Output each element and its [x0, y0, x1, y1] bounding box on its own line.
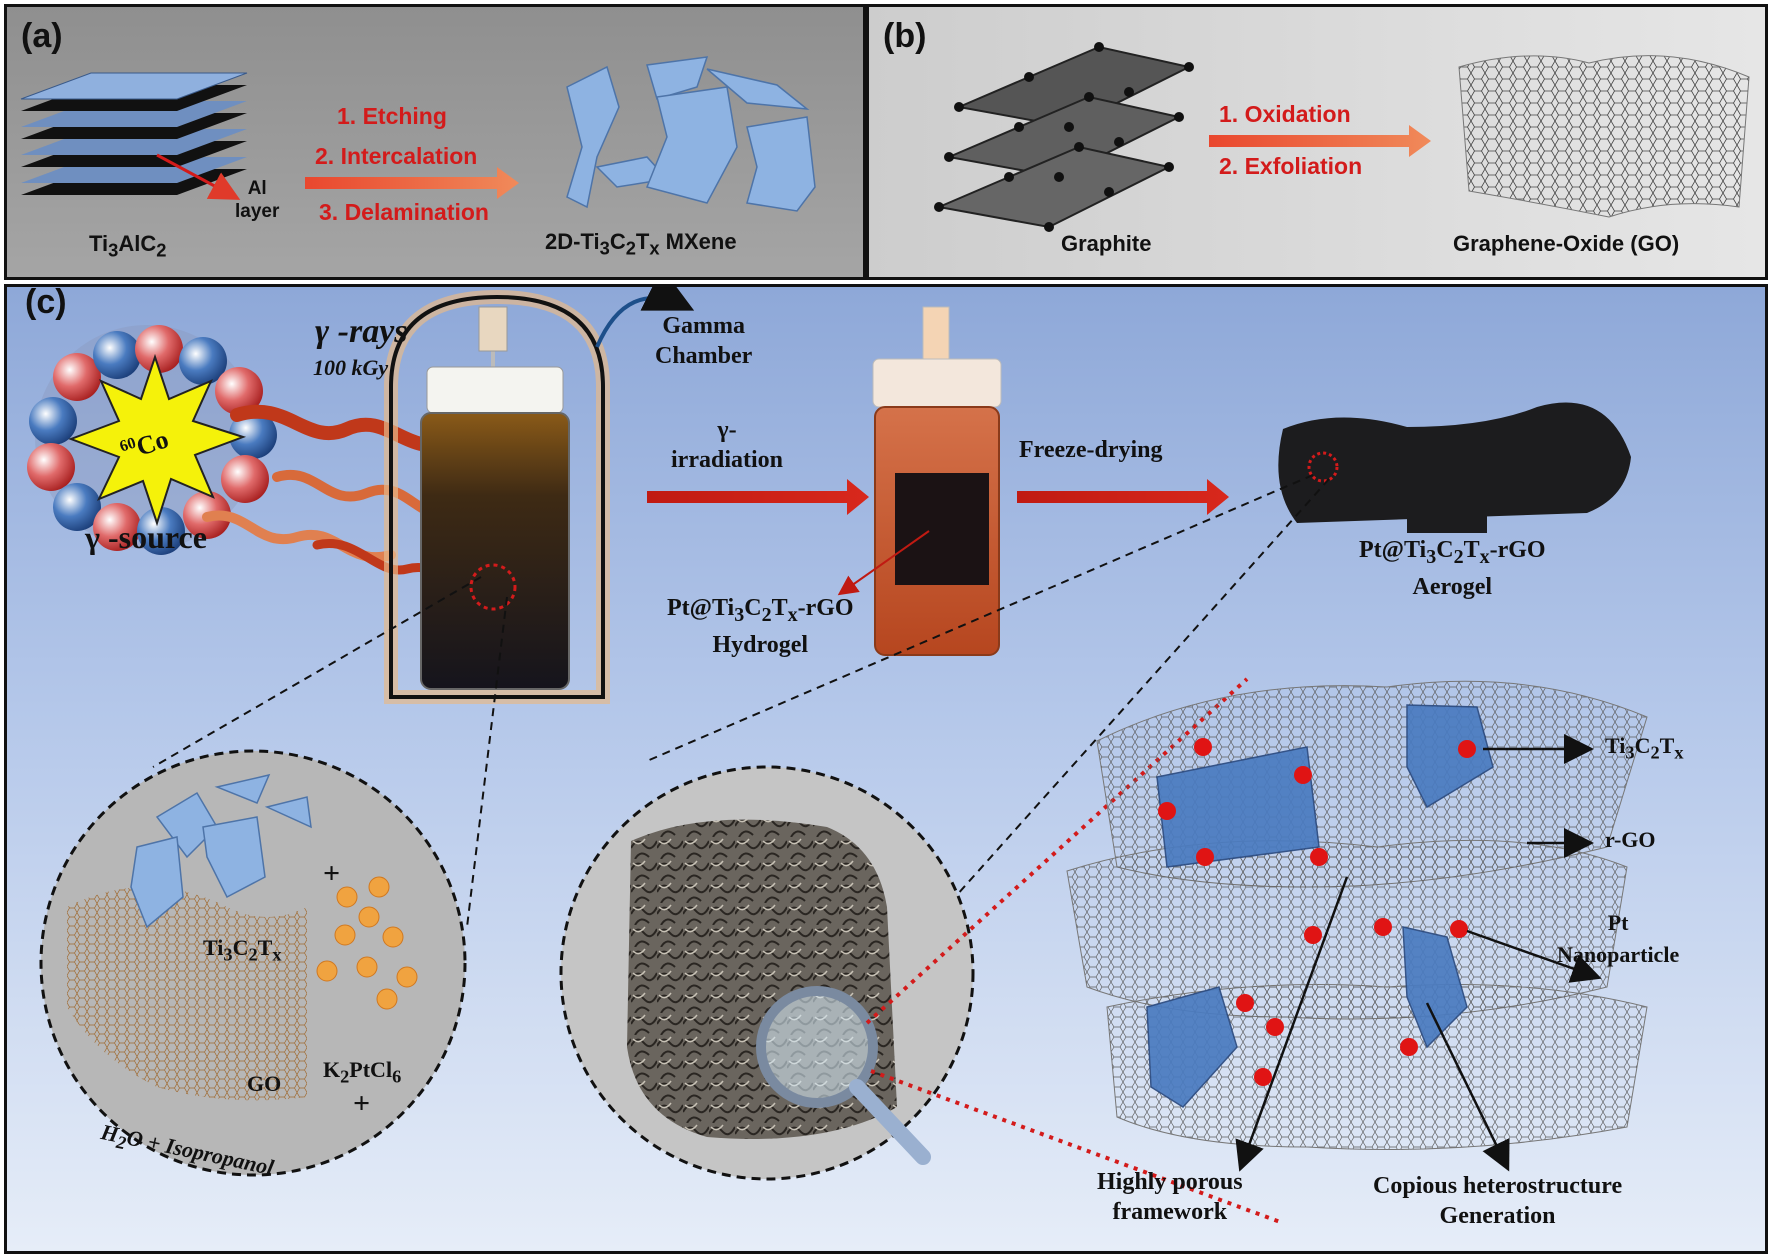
panel-a-label: (a) — [21, 17, 63, 55]
ti3alc2-label: Ti3AlC2 — [89, 231, 167, 261]
panel-c: (c) γ -rays 100 kGy 60Co γ -source Gamma… — [4, 283, 1768, 1254]
gamma-rays-label: γ -rays — [315, 313, 408, 350]
cobalt-60-source-icon — [27, 325, 277, 555]
gamma-chamber-icon — [384, 287, 695, 704]
heterostructure-line-1: Copious heterostructure — [1373, 1173, 1623, 1199]
process-arrow-b — [1209, 125, 1431, 157]
panel-c-label: (c) — [25, 283, 67, 321]
al-layer-line-2: layer — [235, 201, 280, 222]
panel-a: (a) Al layer Ti3AlC2 1. Etching 2. Inter… — [4, 4, 866, 280]
magnification-lines — [865, 677, 1284, 1225]
irradiation-line-2: irradiation — [671, 447, 783, 473]
magnifier-icon — [756, 986, 931, 1165]
al-layer-line-1: Al — [247, 178, 267, 199]
mxene-flakes-icon — [566, 56, 816, 212]
step-intercalation: 2. Intercalation — [315, 143, 478, 169]
step-delamination: 3. Delamination — [319, 199, 489, 225]
freeze-drying-label: Freeze-drying — [1019, 437, 1163, 463]
mxene-sheets-icon — [1146, 704, 1494, 1108]
step-oxidation: 1. Oxidation — [1219, 101, 1351, 127]
panel-b: (b) 1. Oxidation 2. Exfoliation Graphite… — [866, 4, 1768, 280]
process-arrow-a — [305, 167, 519, 199]
mxene-label: 2D-Ti3C2Tx MXene — [545, 229, 737, 259]
panel-b-label: (b) — [883, 17, 927, 55]
al-layer-label: Al layer — [235, 177, 279, 223]
legend-pt-label: Pt Nanoparticle — [1557, 907, 1679, 971]
gamma-chamber-line-2: Chamber — [655, 343, 753, 369]
porous-foam-circle — [559, 765, 975, 1181]
porous-line-2: framework — [1112, 1199, 1228, 1225]
aerogel-formula: Pt@Ti3C2Tx-rGO — [1359, 537, 1546, 568]
graphite-lattice-icon — [934, 42, 1194, 232]
irradiation-line-1: γ- — [717, 417, 737, 443]
heterostructure-schematic — [1066, 680, 1648, 1172]
heterostructure-line-2: Generation — [1439, 1203, 1556, 1229]
graphene-oxide-sheet-icon — [1458, 55, 1750, 218]
gamma-chamber-line-1: Gamma — [662, 313, 745, 339]
plus-sign-2: + — [353, 1087, 371, 1120]
legend-pt-line-2: Nanoparticle — [1557, 942, 1680, 967]
al-layer-pointer — [156, 153, 241, 200]
freeze-drying-arrow — [1017, 479, 1229, 515]
go-circle-label: GO — [247, 1071, 282, 1096]
ti3alc2-stack-icon — [20, 72, 248, 195]
precursor-mxene-label: Ti3C2Tx — [203, 935, 282, 965]
dose-label: 100 kGy — [313, 355, 389, 380]
aerogel-sample-icon — [1278, 402, 1631, 533]
plus-sign-1: + — [323, 857, 341, 890]
gamma-source-label: γ -source — [85, 519, 207, 555]
step-etching: 1. Etching — [337, 103, 447, 129]
aerogel-line-2: Aerogel — [1412, 573, 1493, 600]
panel-b-graphics — [934, 42, 1750, 232]
hydrogel-formula: Pt@Ti3C2Tx-rGO — [667, 595, 854, 626]
panel-a-graphics — [20, 56, 816, 212]
legend-mxene-label: Ti3C2Tx — [1605, 733, 1684, 763]
step-exfoliation: 2. Exfoliation — [1219, 153, 1363, 179]
precursor-mixture-circle — [39, 749, 467, 1177]
heterostructure-callout: Copious heterostructure Generation — [1373, 1171, 1622, 1231]
hydrogel-label: Pt@Ti3C2Tx-rGO Hydrogel — [667, 593, 854, 660]
legend-rgo-label: r-GO — [1605, 827, 1656, 852]
pt-nanoparticles-icon — [1158, 738, 1476, 1086]
mxene-flakes-icon — [130, 773, 312, 929]
zoom-guide-lines — [152, 474, 1330, 928]
irradiation-label: γ- irradiation — [671, 415, 783, 475]
go-label: Graphene-Oxide (GO) — [1453, 231, 1680, 256]
pt-salt-particles-icon — [316, 876, 418, 1010]
aerogel-label: Pt@Ti3C2Tx-rGO Aerogel — [1359, 535, 1546, 602]
porous-framework-callout: Highly porous framework — [1097, 1167, 1243, 1227]
irradiation-arrow — [647, 479, 869, 515]
gamma-chamber-label: Gamma Chamber — [655, 311, 752, 371]
graphite-label: Graphite — [1061, 231, 1152, 256]
hydrogel-line-2: Hydrogel — [712, 631, 809, 658]
hydrogel-vial-icon — [837, 306, 1002, 656]
precursor-vial-icon — [420, 306, 570, 690]
pt-salt-label: K2PtCl6 — [323, 1057, 402, 1087]
panel-c-graphics — [27, 287, 1648, 1225]
porous-line-1: Highly porous — [1097, 1169, 1243, 1195]
legend-pt-line-1: Pt — [1607, 910, 1629, 935]
